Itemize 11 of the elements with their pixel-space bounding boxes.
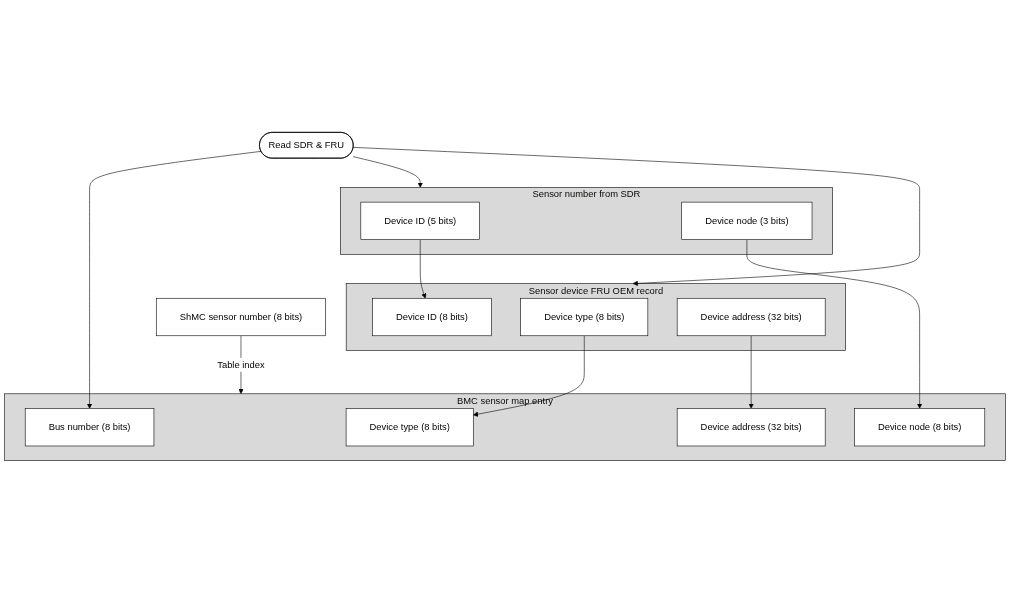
edge-label: Table index [217,359,265,370]
node-box: Device address (32 bits) [676,297,826,337]
node-box: Device type (8 bits) [345,408,474,447]
node-box: ShMC sensor number (8 bits) [155,297,326,337]
node-box: Bus number (8 bits) [24,408,155,447]
node-box: Device type (8 bits) [520,297,649,337]
node-box: Device address (32 bits) [676,408,826,447]
node-box: Device ID (5 bits) [360,201,480,240]
node-box: Device node (3 bits) [681,201,813,240]
node-box: Device node (8 bits) [854,408,986,447]
node-box: Device ID (8 bits) [372,297,492,337]
